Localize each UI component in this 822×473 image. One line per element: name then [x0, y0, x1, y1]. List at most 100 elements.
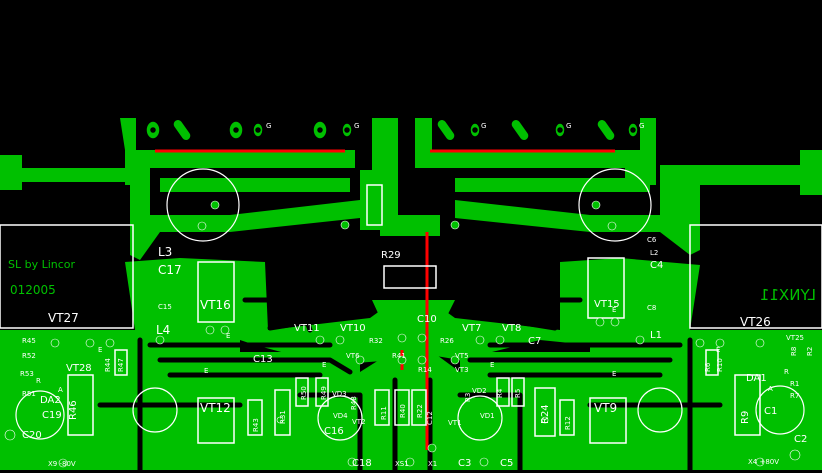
top-left-rail-bar — [160, 178, 350, 192]
label-c4: C4 — [650, 260, 663, 271]
label-da2: DA2 — [40, 395, 61, 406]
right-pour — [430, 258, 822, 470]
label-x4: X4 +80V — [748, 458, 779, 466]
label-l4: L4 — [156, 323, 170, 337]
pin-e: E — [716, 346, 720, 354]
label-vt7: VT7 — [462, 323, 481, 334]
label-l1: L1 — [650, 330, 662, 341]
lower-left-channel — [240, 352, 360, 470]
capacitor-outlines — [15, 168, 805, 441]
label-r14: R14 — [418, 366, 432, 374]
label-vd2: VD2 — [472, 387, 487, 395]
label-c10: C10 — [417, 314, 437, 325]
gate-mark: G — [266, 122, 271, 130]
gate-mark: G — [639, 122, 644, 130]
label-x1: X1 — [428, 460, 437, 468]
label-r41: R41 — [392, 352, 406, 360]
label-r10: R10 — [716, 358, 724, 372]
label-r22: R22 — [416, 404, 424, 418]
center-pad-top — [360, 170, 390, 230]
gate-marks: G G G G G — [266, 122, 644, 130]
top-right-rail-bar — [455, 178, 650, 192]
label-r52: R52 — [22, 352, 36, 360]
pin-e: E — [204, 367, 208, 375]
label-c17: C17 — [158, 263, 182, 277]
label-vt27: VT27 — [48, 311, 79, 325]
label-vd4: VD4 — [333, 412, 348, 420]
signature-line1: SL by Lincor — [8, 258, 76, 271]
label-c18: C18 — [352, 458, 372, 469]
label-vt10: VT10 — [340, 323, 366, 334]
label-r11: R11 — [380, 406, 388, 420]
label-da1: DA1 — [746, 373, 767, 384]
label-r47: R47 — [117, 358, 125, 372]
label-r32: R32 — [369, 337, 383, 345]
label-c8: C8 — [647, 304, 656, 312]
label-x9: X9 -80V — [48, 460, 76, 468]
pin-a: A — [768, 385, 773, 393]
label-r1: R1 — [790, 380, 799, 388]
pin-letters: E E E E E E E E A R A R — [36, 306, 789, 394]
label-r40: R40 — [399, 404, 407, 418]
label-vt16: VT16 — [200, 298, 231, 312]
label-c2: C2 — [794, 434, 807, 445]
heatsink-pads — [145, 118, 639, 142]
label-l3: L3 — [158, 245, 172, 259]
label-r3: R3 — [464, 393, 472, 402]
copper-texts: SL by Lincor 012005 LYNX11 — [8, 258, 816, 304]
label-r26: R26 — [440, 337, 454, 345]
left-arm — [0, 155, 360, 260]
label-r31: R31 — [279, 410, 287, 424]
label-r53: R53 — [20, 370, 34, 378]
left-pour — [0, 258, 395, 470]
label-r8: R8 — [790, 347, 798, 356]
pin-r: R — [784, 368, 789, 376]
label-vt15: VT15 — [594, 299, 620, 310]
right-heatsink-outline — [689, 224, 822, 329]
label-r9: R9 — [740, 411, 751, 424]
pin-e: E — [98, 346, 102, 354]
label-r51: R51 — [22, 390, 36, 398]
center-pour — [360, 300, 460, 470]
gate-mark: G — [481, 122, 486, 130]
label-r45: R45 — [22, 337, 36, 345]
label-vt2: VT2 — [352, 418, 366, 426]
label-c15: C15 — [158, 303, 172, 311]
label-l2: L2 — [650, 249, 658, 257]
label-c19: C19 — [42, 410, 62, 421]
signature-line2: 012005 — [10, 283, 56, 297]
label-xs1: XS1 — [395, 460, 409, 468]
label-c3: C3 — [458, 458, 471, 469]
label-vt6: VT6 — [346, 352, 360, 360]
pin-a: A — [58, 386, 63, 394]
pin-e: E — [226, 332, 230, 340]
gate-mark: G — [566, 122, 571, 130]
pin-e: E — [322, 361, 326, 369]
label-r43: R43 — [252, 418, 260, 432]
label-c5: C5 — [500, 458, 513, 469]
label-r6: R6 — [704, 362, 712, 372]
pads — [4, 200, 801, 468]
lower-right-channel — [460, 352, 590, 470]
label-r7: R7 — [790, 392, 799, 400]
label-c13: C13 — [253, 354, 273, 365]
label-vd1: VD1 — [480, 412, 495, 420]
label-r2: R2 — [806, 347, 814, 356]
silk-frames — [0, 184, 822, 444]
right-logo: LYNX11 — [760, 286, 816, 304]
label-vt8: VT8 — [502, 323, 521, 334]
label-c20: C20 — [22, 430, 42, 441]
isolation-gaps — [97, 297, 723, 473]
label-r4: R4 — [496, 388, 504, 398]
gate-mark: G — [354, 122, 359, 130]
label-c7: C7 — [528, 336, 541, 347]
label-r29: R29 — [381, 250, 401, 261]
pin-e: E — [490, 361, 494, 369]
label-r5: R5 — [514, 389, 522, 398]
pin-e: E — [612, 306, 616, 314]
label-r49: R49 — [320, 386, 328, 400]
label-vt12: VT12 — [200, 401, 231, 415]
label-r50: R50 — [300, 386, 308, 400]
